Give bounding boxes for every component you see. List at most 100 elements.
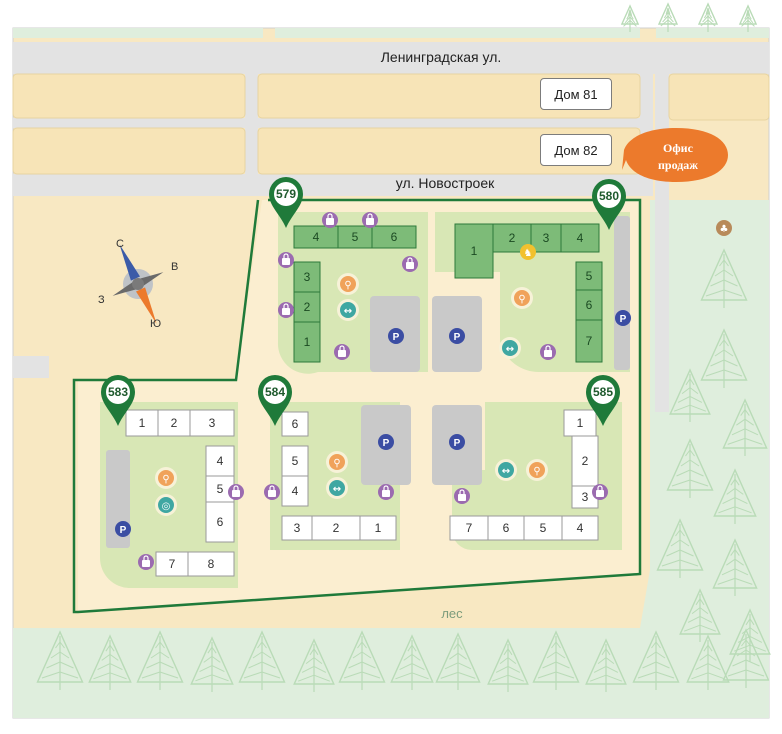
building-marker-584[interactable]: 584 [257,374,292,426]
kids-zone-icon: ♞ [520,244,536,260]
section-cell[interactable] [359,515,397,541]
section-cell[interactable] [281,411,309,437]
tree-icon [686,634,730,690]
svg-text:P: P [454,332,461,343]
section-cell[interactable] [205,445,235,477]
section-cell[interactable] [575,319,603,363]
shop-icon [228,484,244,500]
house-label-dom82[interactable]: Дом 82 [540,134,612,166]
section-cell[interactable] [125,409,159,437]
section-cell[interactable] [311,515,361,541]
tree-icon [669,368,711,422]
section-number: 6 [503,521,510,535]
parking-icon: P [449,328,465,344]
section-cell[interactable] [293,321,321,363]
section-cell[interactable] [575,289,603,321]
shop-icon [334,344,350,360]
section-number: 5 [540,521,547,535]
playground-icon: ⚲ [329,454,345,470]
tree-icon [679,588,721,642]
section-cell[interactable] [293,291,321,323]
playground-icon: ⚲ [529,462,545,478]
svg-text:P: P [393,332,400,343]
house-label-dom82-text: Дом 82 [554,142,598,158]
tree-icon [666,438,714,498]
playground-icon: ⚲ [340,276,356,292]
section-number: 4 [577,231,584,245]
section-number: 1 [471,244,478,258]
shop-icon [378,484,394,500]
section-cell[interactable] [530,223,562,253]
house-label-dom81[interactable]: Дом 81 [540,78,612,110]
section-number: 3 [582,490,589,504]
section-cell[interactable] [560,223,600,253]
section-cell[interactable] [454,223,494,279]
tree-icon [738,4,758,32]
sport-ground-icon: ↔ [329,480,345,496]
shop-icon [278,252,294,268]
playground-icon: ⚲ [514,290,530,306]
section-number: 2 [171,416,178,430]
building-marker-583[interactable]: 583 [101,375,135,426]
section-number: 6 [292,417,299,431]
complex-boundary [72,198,642,614]
marker-number: 583 [108,385,128,399]
section-cell[interactable] [523,515,563,541]
section-number: 7 [169,557,176,571]
tree-icon [293,638,335,692]
parking-icon: P [378,434,394,450]
section-number: 5 [352,230,359,244]
section-cell[interactable] [281,445,309,477]
tree-icon [338,630,386,690]
section-cell[interactable] [492,223,532,253]
section-number: 6 [217,515,224,529]
section-cell[interactable] [281,515,313,541]
section-number: 3 [294,521,301,535]
svg-text:↔: ↔ [502,466,510,477]
section-number: 2 [333,521,340,535]
section-cell[interactable] [205,501,235,543]
forest-area [13,28,769,718]
section-number: 1 [577,416,584,430]
building-marker-580[interactable]: 580 [592,179,626,230]
parking-icon: P [388,328,404,344]
section-number: 2 [509,231,516,245]
section-cell[interactable] [293,261,321,293]
building-marker-585[interactable]: 585 [586,375,620,426]
section-number: 1 [304,335,311,349]
tree-icon [729,608,771,662]
section-cell[interactable] [187,551,235,577]
compass-rose [112,244,164,324]
svg-text:⚲: ⚲ [333,458,340,469]
tree-icon [136,630,184,690]
building-marker-579[interactable]: 579 [269,177,303,228]
sales-office-line2: продаж [657,158,698,172]
section-cell[interactable] [281,475,309,507]
section-cell[interactable] [449,515,489,541]
section-number: 2 [582,454,589,468]
tree-icon [435,632,481,690]
tree-icon [532,630,580,690]
section-number: 5 [217,482,224,496]
sales-office-bubble[interactable] [622,128,728,182]
playground-icon: ⚲ [158,470,174,486]
marker-number: 579 [276,187,296,201]
section-number: 3 [304,270,311,284]
sales-office-label[interactable]: Офис продаж [640,140,716,174]
section-cell[interactable] [371,225,417,249]
section-cell[interactable] [563,409,597,437]
shop-icon [454,488,470,504]
section-cell[interactable] [155,551,189,577]
shop-icon [278,302,294,318]
section-cell[interactable] [189,409,235,437]
sport-ground-icon: ↔ [340,302,356,318]
sales-office-line1: Офис [663,141,693,155]
section-cell[interactable] [561,515,599,541]
section-cell[interactable] [571,435,599,487]
section-number: 1 [139,416,146,430]
